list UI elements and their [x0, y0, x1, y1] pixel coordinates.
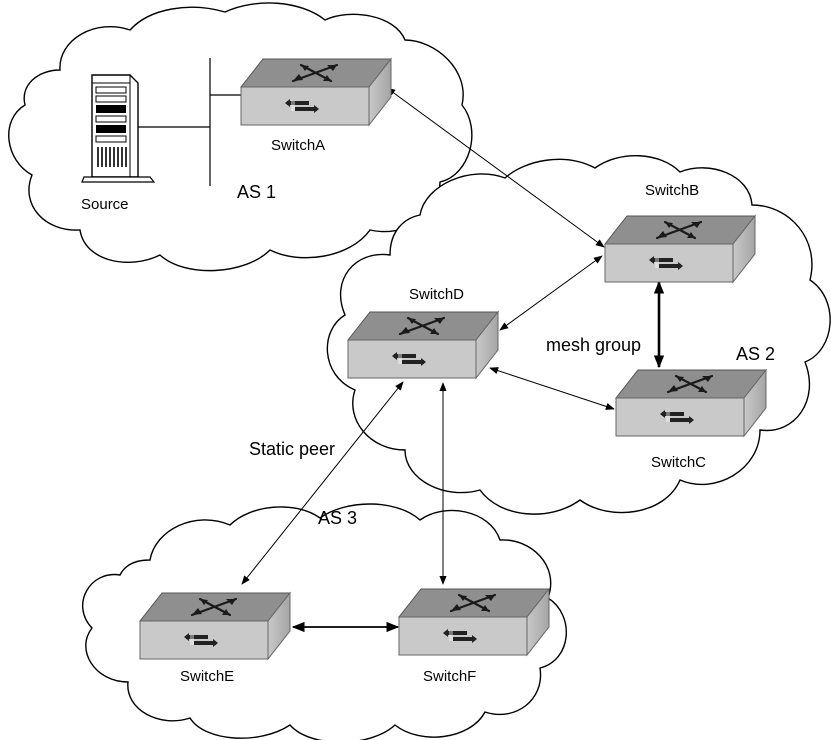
switch-b-label: SwitchB [645, 182, 700, 199]
switch-f-icon[interactable] [397, 587, 551, 657]
static-peer-link-d-e[interactable] [241, 381, 404, 585]
switch-b-icon[interactable] [603, 214, 757, 284]
mesh-group-label: mesh group [546, 335, 642, 355]
switch-f-label: SwitchF [423, 668, 477, 685]
static-peer-label: Static peer [249, 439, 336, 459]
switch-a-icon[interactable] [239, 57, 393, 127]
source-label: Source [81, 196, 129, 213]
link-switch-d-switch-c [489, 367, 615, 410]
switch-e-label: SwitchE [180, 668, 235, 685]
switch-d-label: SwitchD [409, 286, 465, 303]
link-switch-d-switch-b [499, 255, 603, 331]
switch-c-icon[interactable] [614, 368, 768, 438]
as1-label: AS 1 [237, 182, 277, 202]
switch-c-label: SwitchC [651, 454, 707, 471]
source-server-icon [81, 74, 156, 183]
link-switch-a-switch-b [386, 87, 605, 248]
switch-a-label: SwitchA [271, 137, 326, 154]
as3-label: AS 3 [318, 508, 358, 528]
switch-e-icon[interactable] [138, 591, 292, 661]
as2-label: AS 2 [736, 344, 776, 364]
switch-d-icon[interactable] [346, 310, 500, 380]
